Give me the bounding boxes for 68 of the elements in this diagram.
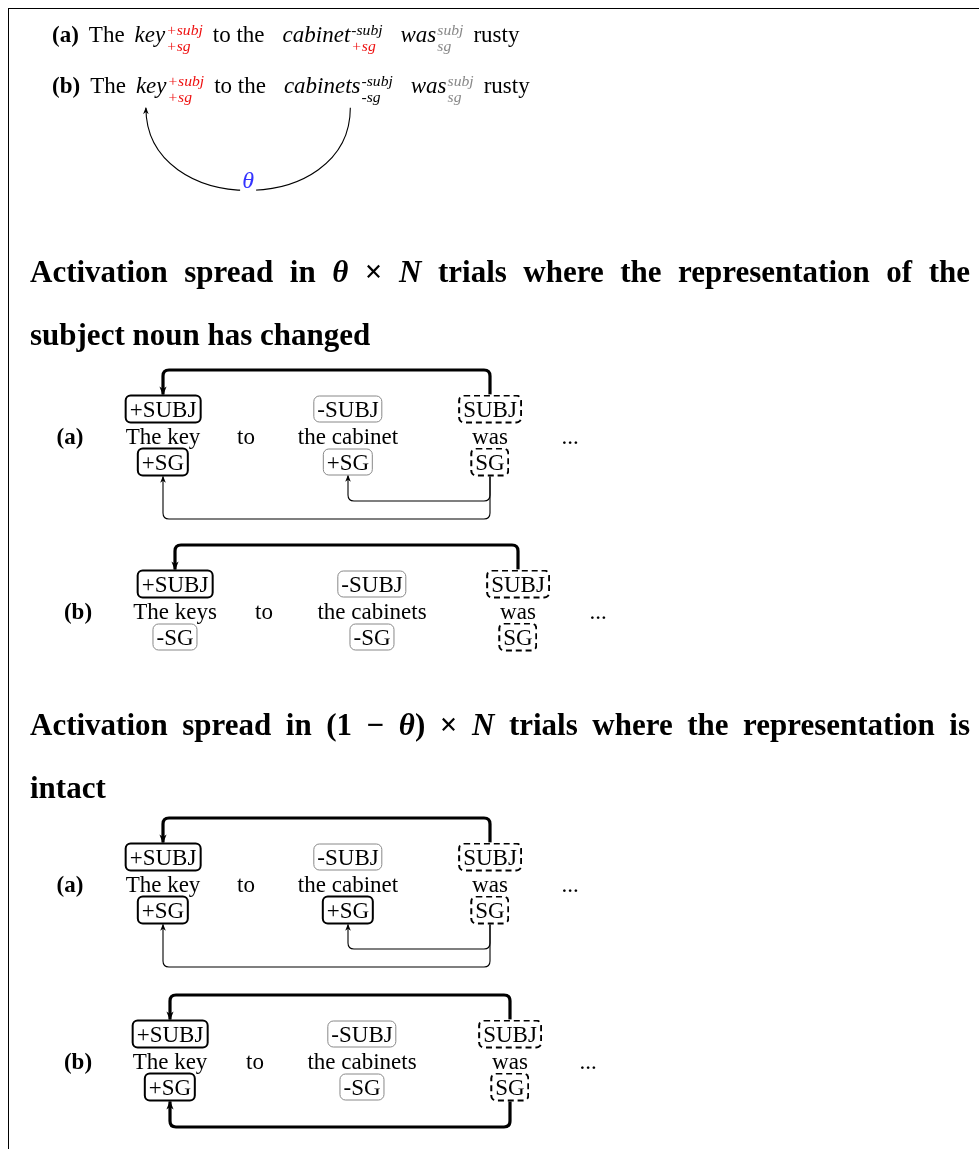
feature-box: +SG xyxy=(136,447,190,477)
feature-box: -SUBJ xyxy=(337,570,407,598)
sentence-word: to xyxy=(255,599,273,623)
arrow xyxy=(160,475,491,520)
feature-box: +SUBJ xyxy=(136,569,214,599)
sentence-word: The key xyxy=(125,424,201,448)
heading: Activation spread in θ × N trials where the representation of the subject noun has changed xyxy=(30,253,970,354)
feature-box: SG xyxy=(498,622,538,652)
feature-box: SUBJ xyxy=(486,569,550,599)
feature-box: +SG xyxy=(136,895,190,925)
feature-box: +SG xyxy=(143,1072,197,1102)
feature-box: -SUBJ xyxy=(313,395,383,423)
feature-box: +SG xyxy=(321,895,375,925)
heading: Activation spread in (1 − θ) × N trials where the representation is intact xyxy=(30,706,970,807)
sentence-word: ... xyxy=(579,1049,597,1073)
sentence-word: was xyxy=(472,872,508,896)
feature-box: -SG xyxy=(349,623,395,651)
feature-box: -SUBJ xyxy=(327,1020,397,1048)
arrow xyxy=(345,923,491,950)
sentence-word: The key xyxy=(132,1049,208,1073)
sentence-word: The key xyxy=(125,872,201,896)
sentence-word: the cabinets xyxy=(307,1049,417,1073)
sentence-word: The keys xyxy=(133,599,217,623)
arrow xyxy=(144,107,351,191)
example-label: (b) xyxy=(52,73,81,100)
sentence-word: to xyxy=(237,872,255,896)
arrow xyxy=(166,993,512,1021)
example-label: (a) xyxy=(56,424,84,448)
example-label: (a) xyxy=(52,22,79,49)
example-label: (b) xyxy=(63,599,93,623)
feature-box: SG xyxy=(490,1072,530,1102)
feature-box: SUBJ xyxy=(458,842,522,872)
arrow xyxy=(166,1100,512,1129)
feature-box: SG xyxy=(470,447,510,477)
sentence-word: ... xyxy=(589,599,607,623)
sentence-word: rusty xyxy=(473,22,520,49)
feature-box: -SG xyxy=(339,1073,385,1101)
arrow xyxy=(171,543,520,571)
feature-box: +SUBJ xyxy=(131,1019,209,1049)
sentence-word: The xyxy=(90,73,126,100)
arrow xyxy=(345,474,491,502)
sentence-word: to the xyxy=(212,22,265,49)
feature-box: +SUBJ xyxy=(124,394,202,424)
feature-box: SG xyxy=(470,895,510,925)
feature-box: SUBJ xyxy=(458,394,522,424)
sentence-word: ... xyxy=(561,872,579,896)
sentence-word: ... xyxy=(561,424,579,448)
feature-box: -SG xyxy=(152,623,198,651)
sentence-word: the cabinet xyxy=(297,872,399,896)
feature-box: SUBJ xyxy=(478,1019,542,1049)
sentence-word: The xyxy=(88,22,125,49)
sentence-word: was xyxy=(492,1049,528,1073)
arrow xyxy=(159,368,492,396)
sentence-word: to the xyxy=(214,73,266,100)
arrow xyxy=(160,923,491,968)
arrow xyxy=(159,816,492,844)
feature-box: +SUBJ xyxy=(124,842,202,872)
sentence-word: rusty xyxy=(483,73,530,100)
sentence-word: to xyxy=(237,424,255,448)
example-label: (b) xyxy=(63,1049,93,1073)
feature-box: -SUBJ xyxy=(313,843,383,871)
feature-box: +SG xyxy=(322,448,374,476)
sentence-word: the cabinet xyxy=(297,424,399,448)
sentence-word: to xyxy=(246,1049,264,1073)
sentence-word: was xyxy=(472,424,508,448)
sentence-word: was xyxy=(500,599,536,623)
example-label: (a) xyxy=(56,872,84,896)
sentence-word: the cabinets xyxy=(317,599,427,623)
